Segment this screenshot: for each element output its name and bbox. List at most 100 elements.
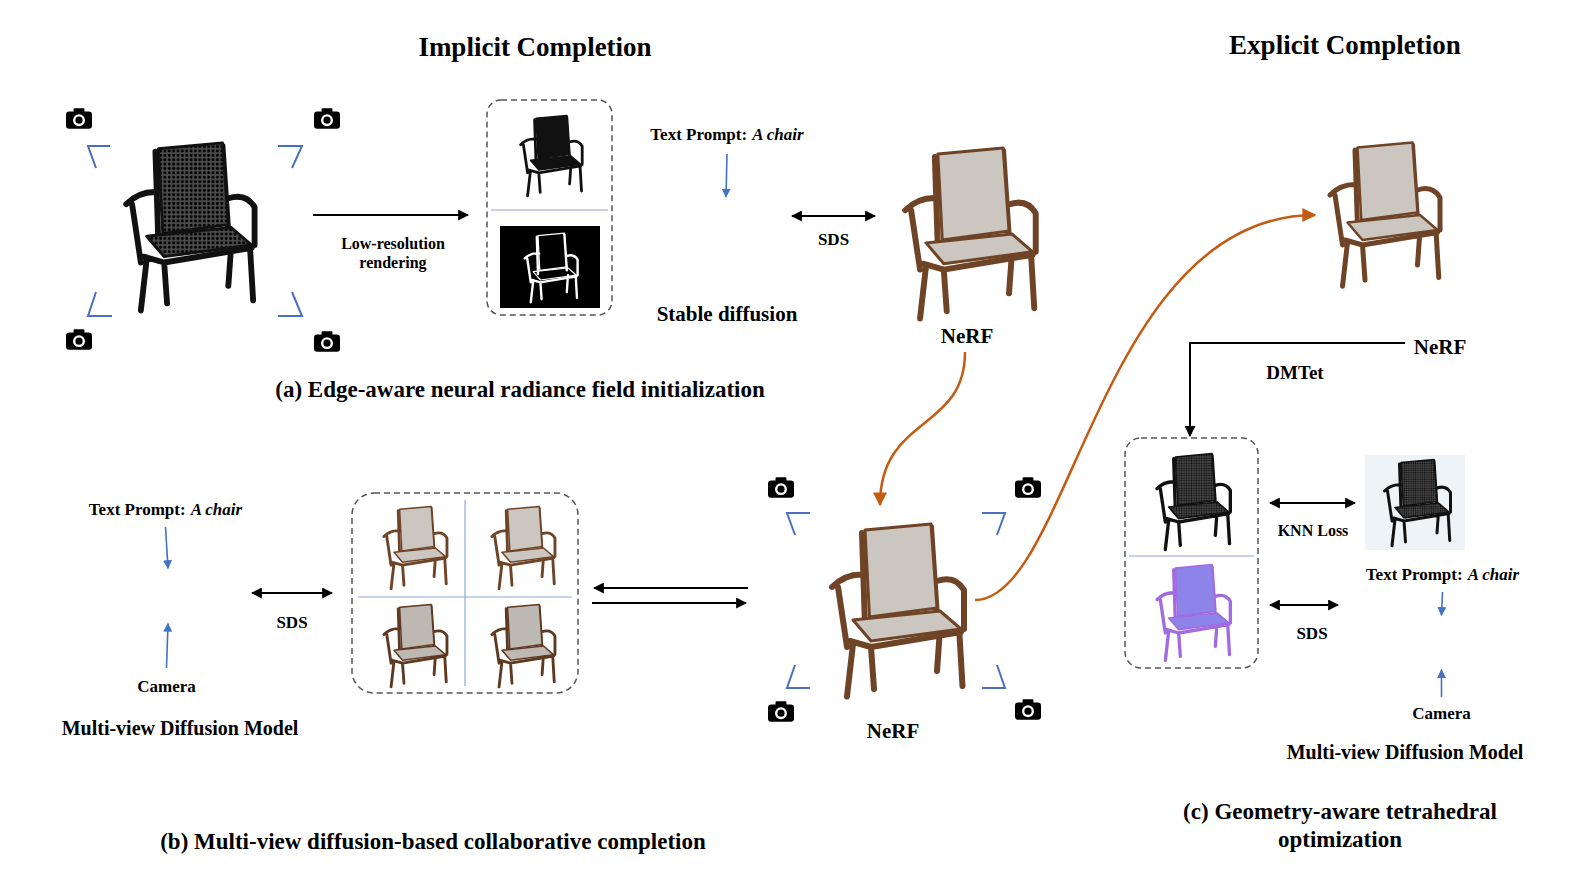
view-chair — [384, 506, 447, 588]
connector — [975, 215, 1315, 600]
flow-label: Low-resolution rendering — [326, 234, 461, 272]
step-box-shape — [29, 79, 1073, 414]
nerf-label: NeRF — [1414, 335, 1466, 360]
view-grid — [352, 493, 578, 693]
nerf-label: NeRF — [941, 324, 993, 349]
camera-icon — [314, 331, 340, 352]
model-label: Stable diffusion — [657, 302, 798, 327]
input-text: Text Prompt: — [1366, 565, 1463, 585]
model-label: Multi-view Diffusion Model — [1287, 740, 1524, 764]
input-box-shape — [63, 493, 268, 527]
edge-render — [500, 226, 600, 308]
target-ground — [1365, 455, 1465, 550]
input-box: Text Prompt:A chair — [1345, 558, 1540, 592]
separator — [1129, 555, 1254, 556]
connector — [167, 624, 169, 668]
flow-label: SDS — [1296, 624, 1327, 644]
point-cloud-chair — [126, 143, 254, 311]
view-chair — [492, 506, 555, 588]
input-box-shape — [70, 668, 263, 706]
camera-icon — [1015, 699, 1041, 720]
silhouette-render — [521, 115, 583, 195]
input-text: A chair — [191, 500, 243, 520]
connector — [1442, 592, 1443, 615]
step-box: (a) Edge-aware neural radiance field ini… — [28, 78, 1074, 415]
nerf-node: NeRF — [815, 505, 975, 745]
nerf-node: NeRF — [1315, 120, 1480, 360]
input-text-row: Text Prompt:A chair — [1366, 565, 1519, 585]
camera-icon — [768, 701, 794, 722]
step-caption: (c) Geometry-aware tetrahedral optimizat… — [1175, 798, 1505, 853]
input-text-row: Camera — [1412, 704, 1471, 724]
edge-chair — [525, 233, 578, 302]
camera-icon — [66, 108, 92, 129]
input-text-row: Text Prompt:A chair — [650, 125, 803, 145]
step-caption: (a) Edge-aware neural radiance field ini… — [275, 376, 765, 404]
input-box-shape — [1345, 697, 1538, 732]
separator — [491, 209, 608, 210]
mesh-chair — [1385, 460, 1451, 546]
diffusion-model: Multi-view Diffusion Model — [103, 550, 233, 642]
stage-panel-outline — [10, 12, 1092, 884]
render-arrow — [313, 214, 468, 216]
diffusion-model-shape — [660, 178, 792, 272]
diffusion-model-outline — [103, 550, 233, 642]
nerf-chair — [905, 148, 1036, 319]
diffusion-model: Stable diffusion — [660, 178, 792, 272]
camera-icon — [314, 108, 340, 129]
mesh-group — [1125, 438, 1258, 668]
stage-panel: Explicit Completion (c) Geometry-aware te… — [1098, 5, 1564, 884]
camera-icon — [66, 329, 92, 350]
step-box-outline — [28, 432, 1074, 868]
camera-icon — [1015, 477, 1041, 498]
view-bracket — [787, 513, 1005, 688]
step-box: (c) Geometry-aware tetrahedral optimizat… — [1112, 78, 1558, 873]
input-text-row: Camera — [137, 677, 196, 697]
input-box: Camera — [70, 668, 263, 706]
panel-title: Explicit Completion — [1229, 29, 1461, 61]
separator — [358, 596, 572, 597]
render-group — [487, 100, 612, 315]
flow-label: SDS — [276, 613, 307, 633]
nerf-node: NeRF — [875, 140, 1060, 352]
nerf-chair — [1330, 143, 1440, 287]
flow-label: DMTet — [1266, 362, 1323, 385]
view-bracket — [88, 146, 302, 316]
connector — [726, 154, 727, 197]
input-box: Text Prompt:A chair — [63, 493, 268, 527]
input-box: Camera — [1345, 697, 1538, 732]
input-text: Camera — [137, 677, 196, 697]
input-text: Text Prompt: — [650, 125, 747, 145]
connector — [880, 352, 965, 505]
diffusion-model-shape — [1375, 597, 1508, 688]
stage-panel-shape — [1098, 5, 1564, 884]
dmtet-arrow — [1190, 343, 1405, 436]
nerf-label: NeRF — [867, 719, 919, 744]
diffusion-model-shape — [103, 550, 233, 642]
step-caption: (b) Multi-view diffusion-based collabora… — [160, 828, 706, 856]
connector — [792, 215, 875, 217]
model-label: Multi-view Diffusion Model — [62, 716, 299, 740]
sds-arrow — [252, 592, 332, 594]
knn-arrow — [1270, 502, 1355, 504]
input-box: Text Prompt:A chair — [625, 116, 829, 154]
input-text: A chair — [752, 125, 804, 145]
view-chair — [492, 604, 555, 686]
input-text-row: Text Prompt:A chair — [89, 500, 242, 520]
step-box-shape — [29, 433, 1073, 867]
panel-title: Implicit Completion — [418, 31, 651, 63]
connector — [1441, 670, 1443, 697]
input-text: A chair — [1468, 565, 1520, 585]
flow-arrow — [594, 587, 748, 589]
flow-label: KNN Loss — [1278, 521, 1349, 540]
mesh-chair — [1157, 454, 1230, 550]
nerf-chair — [832, 524, 964, 697]
input-text: Text Prompt: — [89, 500, 186, 520]
stage-panel-shape — [10, 12, 1092, 884]
step-box-outline — [28, 78, 1074, 415]
connector — [166, 527, 169, 568]
input-box-shape — [625, 116, 829, 154]
flow-arrow — [592, 602, 746, 604]
diffusion-model-outline — [1375, 597, 1508, 688]
diffusion-model: Multi-view Diffusion Model — [1375, 597, 1508, 688]
